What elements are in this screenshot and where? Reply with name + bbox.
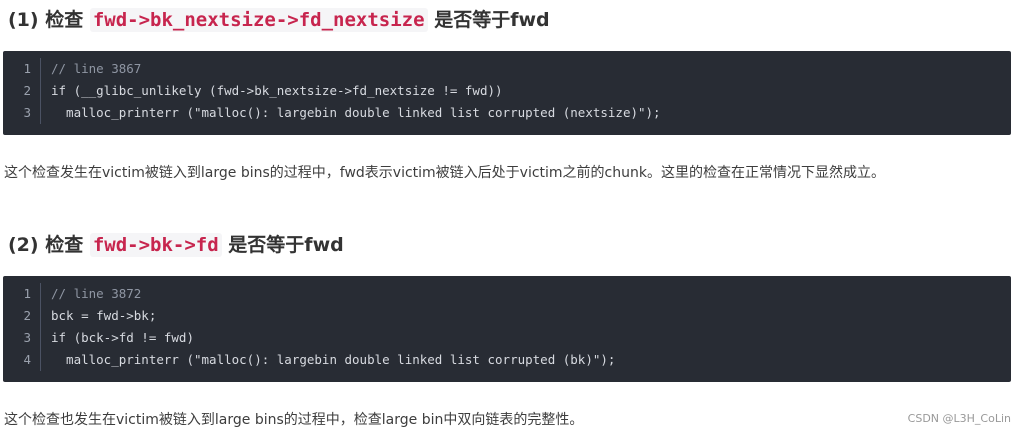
code-line: 3 malloc_printerr ("malloc(): largebin d…: [3, 102, 1011, 124]
line-number: 2: [3, 305, 41, 327]
code-text: malloc_printerr ("malloc(): largebin dou…: [51, 105, 661, 120]
section-1-heading-suffix: 是否等于fwd: [434, 9, 550, 31]
code-line: 3 if (bck->fd != fwd): [3, 327, 1011, 349]
section-1-heading: (1) 检查 fwd->bk_nextsize->fd_nextsize 是否等…: [8, 7, 550, 33]
code-block-1: 1 // line 3867 2 if (__glibc_unlikely (f…: [3, 51, 1011, 135]
line-number: 1: [3, 58, 41, 80]
code-text: // line 3867: [51, 61, 142, 76]
code-text: // line 3872: [51, 286, 142, 301]
code-line: 2 bck = fwd->bk;: [3, 305, 1011, 327]
code-line: 1 // line 3872: [3, 283, 1011, 305]
section-2-heading-suffix: 是否等于fwd: [228, 234, 344, 256]
code-text: if (bck->fd != fwd): [51, 330, 194, 345]
section-2-heading: (2) 检查 fwd->bk->fd 是否等于fwd: [8, 232, 344, 258]
section-1-heading-prefix: (1) 检查: [8, 9, 84, 31]
code-line: 1 // line 3867: [3, 58, 1011, 80]
code-text: bck = fwd->bk;: [51, 308, 157, 323]
code-text: if (__glibc_unlikely (fwd->bk_nextsize->…: [51, 83, 503, 98]
section-1-heading-code: fwd->bk_nextsize->fd_nextsize: [89, 8, 428, 32]
line-number: 3: [3, 102, 41, 124]
code-text: malloc_printerr ("malloc(): largebin dou…: [51, 352, 616, 367]
code-block-2: 1 // line 3872 2 bck = fwd->bk; 3 if (bc…: [3, 276, 1011, 382]
section-2-paragraph: 这个检查也发生在victim被链入到large bins的过程中，检查large…: [4, 412, 584, 428]
line-number: 4: [3, 349, 41, 371]
csdn-watermark: CSDN @L3H_CoLin: [907, 412, 1011, 425]
line-number: 2: [3, 80, 41, 102]
line-number: 3: [3, 327, 41, 349]
code-line: 2 if (__glibc_unlikely (fwd->bk_nextsize…: [3, 80, 1011, 102]
section-2-heading-code: fwd->bk->fd: [89, 233, 222, 257]
code-line: 4 malloc_printerr ("malloc(): largebin d…: [3, 349, 1011, 371]
section-1-paragraph: 这个检查发生在victim被链入到large bins的过程中，fwd表示vic…: [4, 165, 885, 181]
line-number: 1: [3, 283, 41, 305]
section-2-heading-prefix: (2) 检查: [8, 234, 84, 256]
